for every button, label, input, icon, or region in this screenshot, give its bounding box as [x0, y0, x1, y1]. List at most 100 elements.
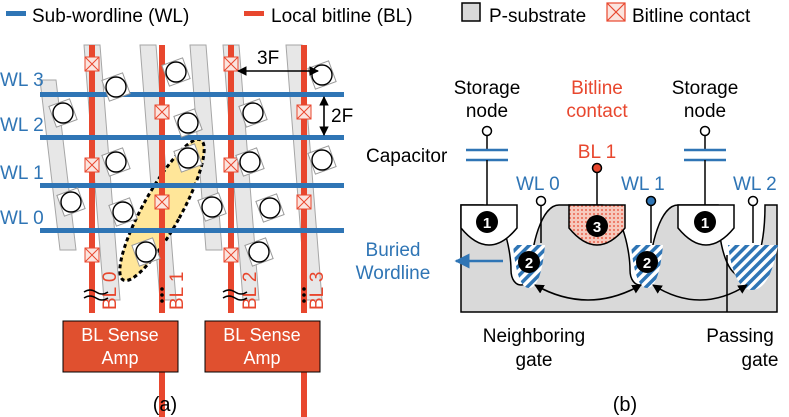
storage-cell-icon	[131, 237, 161, 267]
badge-2-left-label: 2	[525, 255, 533, 272]
bl2-label: BL 2	[240, 272, 261, 310]
badge-1-left: 1	[476, 211, 498, 233]
neighboring-gate-line2: gate	[516, 350, 553, 371]
wordlines	[40, 92, 344, 233]
bitline-1-tail	[159, 372, 165, 417]
wordline-3	[40, 92, 344, 97]
bitline-contact-icon	[296, 194, 312, 210]
wl1-node-label: WL 1	[621, 174, 665, 195]
capacitor-left-icon	[466, 125, 508, 205]
passing-gate-arrow	[652, 284, 748, 301]
legend-wordline-swatch	[6, 11, 26, 16]
storage-cell-icon	[255, 193, 285, 223]
wl3-label: WL 3	[0, 70, 44, 91]
storage-cell-icon	[307, 145, 337, 175]
buried-wordline-line2: Wordline	[356, 263, 431, 284]
storage-cell-icon	[101, 72, 131, 102]
wordline-2	[40, 135, 344, 140]
wordline-1	[40, 183, 344, 188]
badge-1-left-label: 1	[483, 215, 491, 232]
legend-bitline-swatch	[244, 11, 264, 16]
contact-label-line2: contact	[566, 101, 628, 122]
storage-cell-icon	[108, 197, 138, 227]
sense-amp-right: BL Sense Amp	[204, 320, 321, 373]
bitline-contact-icon	[84, 157, 100, 173]
badge-2-right-label: 2	[643, 255, 651, 272]
pitch-3f-label: 3F	[257, 48, 279, 69]
passing-gate-line2: gate	[742, 350, 779, 371]
storage-cell-icon	[197, 192, 227, 222]
storage-cell-icon	[56, 187, 86, 217]
storage-cells	[48, 57, 337, 267]
storage-cell-icon	[48, 98, 78, 128]
storage-right-line1: Storage	[672, 78, 739, 99]
bitline-contact-icon	[84, 56, 100, 72]
panel-b-caption: (b)	[613, 394, 637, 416]
storage-cell-icon	[235, 147, 265, 177]
storage-right-line2: node	[684, 101, 726, 122]
sense-amp-left-line1: BL Sense	[81, 325, 158, 345]
bitline-contact-icon	[223, 247, 239, 263]
wl0-label: WL 0	[0, 208, 44, 229]
buried-wordline-2	[728, 245, 778, 290]
bitline-contact-icon	[223, 56, 239, 72]
legend-contact-label: Bitline contact	[632, 6, 751, 27]
sense-amp-left: BL Sense Amp	[62, 320, 179, 373]
storage-left-line1: Storage	[454, 78, 521, 99]
continuation-dots-icon	[160, 287, 306, 303]
storage-cell-icon	[307, 60, 337, 90]
badge-3: 3	[586, 215, 608, 237]
legend-substrate-swatch	[461, 2, 481, 22]
bitline-2	[228, 45, 234, 313]
bl1-label: BL 1	[167, 272, 188, 310]
bitline-0	[89, 45, 95, 313]
wl1-terminal	[645, 195, 657, 243]
panel-b: 1 2 3 2 1 Storage node Bitline contact S…	[356, 78, 779, 416]
wl2-node-label: WL 2	[733, 174, 777, 195]
legend-substrate-label: P-substrate	[489, 6, 586, 27]
wordline-0	[40, 228, 344, 233]
break-mark-icon	[222, 289, 248, 301]
storage-cell-icon	[101, 147, 131, 177]
bitline-contact-icon	[154, 104, 170, 120]
storage-cell-icon	[244, 237, 274, 267]
bitline-3-tail	[301, 372, 307, 417]
storage-left-line2: node	[466, 101, 508, 122]
bitlines	[89, 45, 307, 417]
storage-cell-icon	[173, 108, 203, 138]
neighboring-gate-arrow	[534, 284, 642, 301]
bitline-contacts	[84, 56, 312, 263]
neighboring-gate-line1: Neighboring	[483, 326, 585, 347]
sense-amp-left-line2: Amp	[101, 348, 138, 368]
panel-a-caption: (a)	[153, 394, 177, 416]
bitline-contact-icon	[296, 104, 312, 120]
wl2-terminal	[747, 195, 759, 243]
wl1-label: WL 1	[0, 163, 44, 184]
bitline-1	[159, 45, 165, 313]
legend-wordline-label: Sub-wordline (WL)	[32, 6, 189, 27]
storage-cell-icon	[161, 57, 191, 87]
passing-gate-line1: Passing	[706, 326, 774, 347]
bl3-label: BL 3	[307, 272, 328, 310]
badge-1-right-label: 1	[701, 215, 709, 232]
wl2-label: WL 2	[0, 115, 44, 136]
wl0-terminal	[535, 195, 547, 243]
badge-2-right: 2	[636, 251, 658, 273]
legend-contact-icon	[606, 2, 626, 22]
bl1-node-label: BL 1	[578, 142, 616, 163]
storage-cell-icon	[238, 98, 268, 128]
contact-label-line1: Bitline	[571, 78, 623, 99]
bl0-label: BL 0	[100, 272, 121, 310]
badge-3-label: 3	[593, 219, 601, 236]
pitch-2f-label: 2F	[331, 106, 353, 127]
panel-a: WL 3 WL 2 WL 1 WL 0 3F 2F BL 0 BL 1 BL 2…	[0, 44, 353, 417]
bitline-contact-icon	[84, 247, 100, 263]
wl0-node-label: WL 0	[516, 174, 560, 195]
sense-amp-right-line1: BL Sense	[223, 325, 300, 345]
legend-bitline-label: Local bitline (BL)	[271, 6, 413, 27]
legend: Sub-wordline (WL) Local bitline (BL) P-s…	[6, 2, 751, 27]
bitline-3	[301, 45, 307, 313]
break-mark-icon	[83, 289, 109, 301]
sense-amp-right-line2: Amp	[243, 348, 280, 368]
